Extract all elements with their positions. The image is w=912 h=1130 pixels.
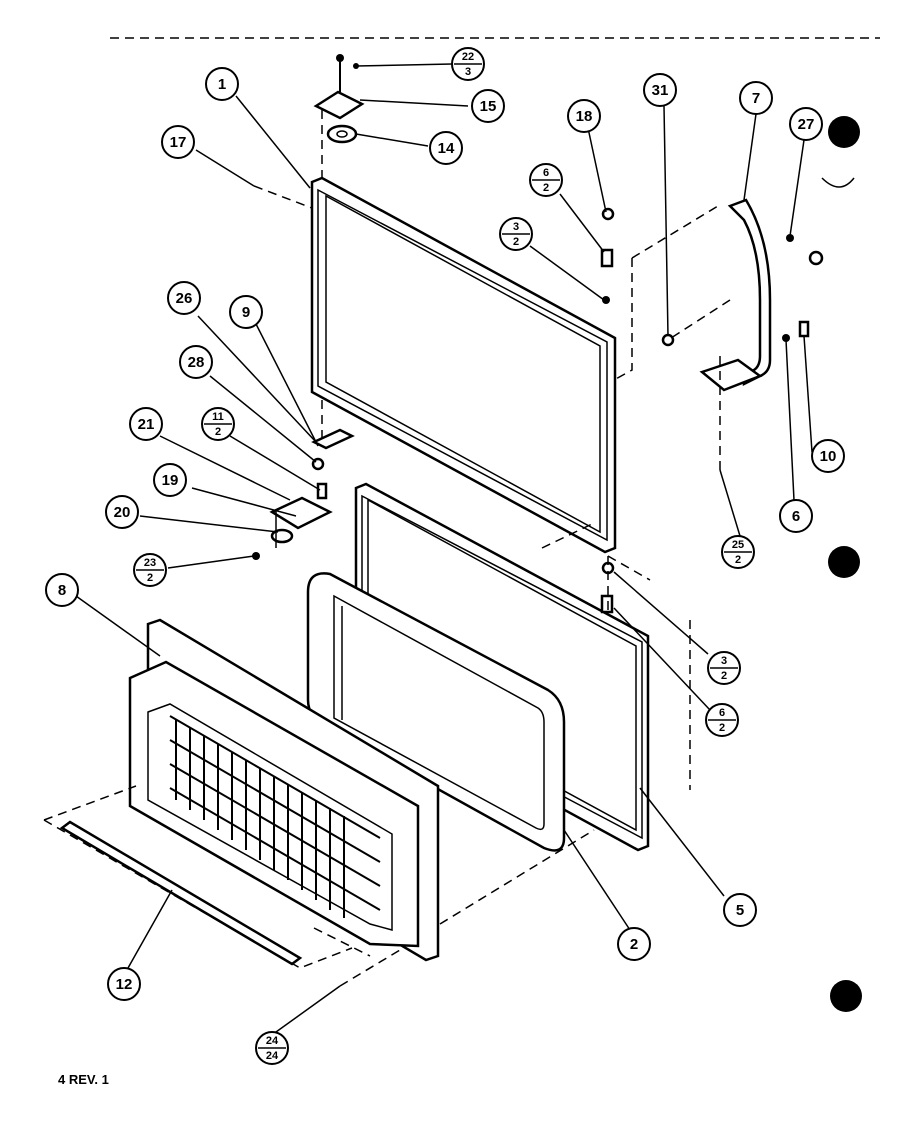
bottom-left-hinge-assembly: [252, 400, 355, 560]
svg-text:24: 24: [266, 1050, 279, 1062]
callout-17: 17: [161, 125, 195, 159]
revision-label: 4 REV. 1: [58, 1072, 109, 1087]
svg-text:9: 9: [242, 304, 250, 321]
svg-text:11: 11: [212, 411, 224, 423]
handle-fragment: [821, 177, 855, 188]
callout-23-2: 232: [133, 553, 167, 587]
callout-12: 12: [107, 967, 141, 1001]
callout-7: 7: [739, 81, 773, 115]
svg-text:6: 6: [719, 707, 725, 719]
svg-text:20: 20: [114, 504, 131, 521]
callout-26: 26: [167, 281, 201, 315]
svg-text:19: 19: [162, 472, 179, 489]
callout-8: 8: [45, 573, 79, 607]
svg-text:6: 6: [792, 508, 800, 525]
svg-text:3: 3: [513, 221, 519, 233]
svg-text:12: 12: [116, 976, 133, 993]
svg-text:27: 27: [798, 116, 815, 133]
svg-text:2: 2: [719, 722, 725, 734]
svg-text:2: 2: [721, 670, 727, 682]
svg-text:2: 2: [513, 236, 519, 248]
svg-text:8: 8: [58, 582, 66, 599]
callout-20: 20: [105, 495, 139, 529]
callout-19: 19: [153, 463, 187, 497]
svg-text:14: 14: [438, 140, 455, 157]
svg-text:23: 23: [144, 557, 156, 569]
callout-21: 21: [129, 407, 163, 441]
callout-11-2: 112: [201, 407, 235, 441]
svg-text:21: 21: [138, 416, 155, 433]
callout-27: 27: [789, 107, 823, 141]
leader-lines: [75, 63, 813, 1033]
svg-text:2: 2: [735, 554, 741, 566]
callout-6-2a: 62: [529, 163, 563, 197]
callout-18: 18: [567, 99, 601, 133]
svg-text:10: 10: [820, 448, 837, 465]
callout-3-2a: 32: [499, 217, 533, 251]
svg-text:26: 26: [176, 290, 193, 307]
svg-text:2: 2: [543, 182, 549, 194]
svg-text:18: 18: [576, 108, 593, 125]
dash-to-part-24: [339, 949, 401, 987]
part-1-door-frame: [310, 176, 617, 554]
part-7-right-hinge: [613, 198, 772, 470]
svg-text:2: 2: [215, 426, 221, 438]
callout-9: 9: [229, 295, 263, 329]
svg-text:2: 2: [147, 572, 153, 584]
callout-22-3: 223: [451, 47, 485, 81]
callout-15: 15: [471, 89, 505, 123]
callout-6-2b: 62: [705, 703, 739, 737]
svg-text:22: 22: [462, 51, 474, 63]
callout-1: 1: [205, 67, 239, 101]
dash-to-part-2: [439, 829, 595, 925]
registration-dot-2: [828, 546, 860, 578]
svg-text:24: 24: [266, 1035, 279, 1047]
svg-text:28: 28: [188, 354, 205, 371]
part-8-freezer-basket: [128, 618, 440, 962]
fasteners-right: [541, 207, 824, 614]
callout-25-2: 252: [721, 535, 755, 569]
callout-28: 28: [179, 345, 213, 379]
svg-text:3: 3: [721, 655, 727, 667]
callout-10: 10: [811, 439, 845, 473]
registration-dot-3: [830, 980, 862, 1012]
svg-text:6: 6: [543, 167, 549, 179]
callout-5: 5: [723, 893, 757, 927]
svg-text:25: 25: [732, 539, 744, 551]
top-hinge-assembly: [313, 54, 365, 178]
dash-basket-bottom: [313, 927, 371, 957]
svg-text:3: 3: [465, 66, 471, 78]
callout-3-2b: 32: [707, 651, 741, 685]
svg-text:2: 2: [630, 936, 638, 953]
svg-text:17: 17: [170, 134, 187, 151]
part-12-front-rod: [43, 785, 353, 969]
callout-6: 6: [779, 499, 813, 533]
svg-text:15: 15: [480, 98, 497, 115]
svg-text:1: 1: [218, 76, 226, 93]
svg-text:5: 5: [736, 902, 744, 919]
registration-dot-1: [828, 116, 860, 148]
callout-14: 14: [429, 131, 463, 165]
callout-31: 31: [643, 73, 677, 107]
callout-2: 2: [617, 927, 651, 961]
svg-text:31: 31: [652, 82, 669, 99]
svg-text:7: 7: [752, 90, 760, 107]
